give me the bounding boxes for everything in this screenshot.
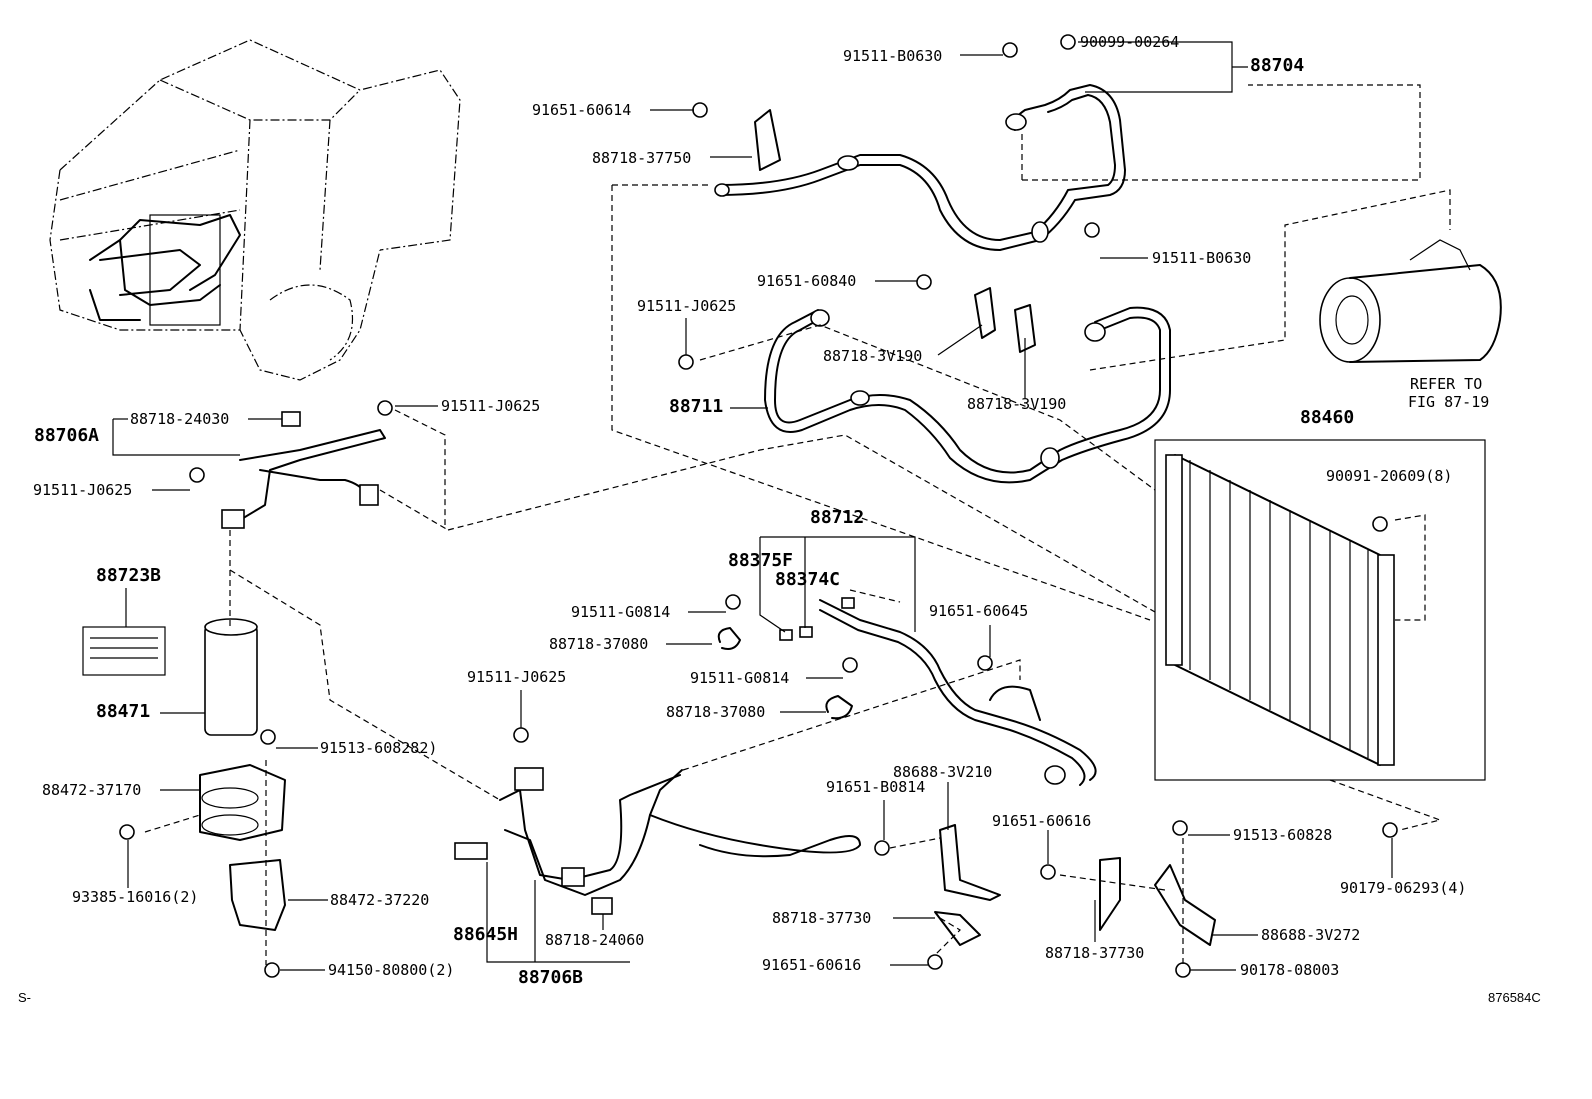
truck-outline [49, 39, 461, 381]
part-label-88723b: 88723B [96, 565, 162, 586]
condenser-88460 [1154, 439, 1486, 781]
part-label-93385-16016: 93385-16016(2) [72, 889, 198, 905]
leader-lines [112, 41, 1393, 971]
part-label-91513-60828-a: 91513-608282) [320, 740, 437, 756]
bracket-88688-3v210 [939, 824, 1001, 901]
quantity: (2) [171, 888, 199, 906]
part-label-91511-b0630: 91511-B0630 [843, 47, 943, 65]
part-label-91511-j0625-c: 91511-J0625 [33, 481, 133, 499]
refer-note-line1: REFER TO [1410, 375, 1483, 393]
tube-88712 [819, 599, 1097, 786]
part-label-88704: 88704 [1250, 55, 1305, 76]
quantity: (2) [427, 961, 455, 979]
part-label-91651-b0814: 91651-B0814 [826, 778, 926, 796]
part-label-91651-60645: 91651-60645 [929, 602, 1029, 620]
bracket-88688-3v272 [1154, 864, 1216, 946]
part-label-88718-24030: 88718-24030 [130, 410, 230, 428]
quantity: (4) [1439, 879, 1467, 897]
part-label-91651-60614: 91651-60614 [532, 101, 632, 119]
quantity: (8) [1425, 467, 1453, 485]
tube-88706a [221, 411, 386, 529]
part-label-88471: 88471 [96, 701, 151, 722]
part-label-88375f: 88375F [728, 550, 794, 571]
part-label-91511-g0814-a: 91511-G0814 [571, 603, 671, 621]
part-label-88718-3v190-b: 88718-3V190 [967, 395, 1067, 413]
fasteners [119, 34, 1398, 978]
part-number: 90179-06293 [1340, 879, 1440, 897]
part-label-88645h: 88645H [453, 924, 519, 945]
part-label-91651-60616-a: 91651-60616 [992, 812, 1092, 830]
part-number: 94150-80800 [328, 961, 428, 979]
bracket-88472 [199, 764, 286, 931]
part-label-90178-08003: 90178-08003 [1240, 961, 1340, 979]
part-label-90099-00264: 90099-00264 [1080, 33, 1180, 51]
part-label-88718-37080-a: 88718-37080 [549, 635, 649, 653]
compressor [1319, 239, 1502, 363]
part-label-88711: 88711 [669, 396, 724, 417]
part-label-91511-g0814-b: 91511-G0814 [690, 669, 790, 687]
part-label-91511-j0625-a: 91511-J0625 [637, 297, 737, 315]
receiver-88471 [204, 618, 258, 736]
part-label-88706b: 88706B [518, 967, 584, 988]
part-label-91511-b0630-mid: 91511-B0630 [1152, 249, 1252, 267]
part-label-91511-j0625-b: 91511-J0625 [441, 397, 541, 415]
part-label-91513-60828-b: 91513-60828 [1233, 826, 1333, 844]
part-label-88374c: 88374C [775, 569, 841, 590]
part-label-88688-3v210: 88688-3V210 [893, 763, 993, 781]
part-label-94150-80800: 94150-80800(2) [328, 962, 454, 978]
part-number: 90091-20609 [1326, 467, 1426, 485]
part-label-88472-37220: 88472-37220 [330, 891, 430, 909]
part-label-90179-06293: 90179-06293(4) [1340, 880, 1466, 896]
part-label-88472-37170: 88472-37170 [42, 781, 142, 799]
part-number: 93385-16016 [72, 888, 172, 906]
refer-note-line2: FIG 87-19 [1408, 393, 1490, 411]
part-label-88718-37080-b: 88718-37080 [666, 703, 766, 721]
part-label-88718-37730-a: 88718-37730 [772, 909, 872, 927]
part-label-88718-3v190-a: 88718-3V190 [823, 347, 923, 365]
part-label-88688-3v272: 88688-3V272 [1261, 926, 1361, 944]
tube-88706b [454, 767, 861, 896]
figure-number: 876584C [1488, 990, 1541, 1005]
hose-88704 [714, 84, 1126, 251]
part-label-88718-37730-b: 88718-37730 [1045, 944, 1145, 962]
part-label-88460: 88460 [1300, 407, 1355, 428]
part-label-88712: 88712 [810, 507, 865, 528]
part-label-90091-20609: 90091-20609(8) [1326, 468, 1452, 484]
part-label-88706a: 88706A [34, 425, 100, 446]
part-label-91511-j0625-d: 91511-J0625 [467, 668, 567, 686]
part-number: 91513-60828 [320, 739, 420, 757]
label-88723b [82, 626, 166, 676]
part-label-88718-24060: 88718-24060 [545, 931, 645, 949]
dashed-connections [144, 84, 1451, 965]
quantity: 2) [419, 739, 438, 757]
part-label-91651-60616-b: 91651-60616 [762, 956, 862, 974]
corner-code-left: S- [18, 990, 31, 1005]
part-label-91651-60840: 91651-60840 [757, 272, 857, 290]
part-label-88718-37750: 88718-37750 [592, 149, 692, 167]
hose-88711 [764, 306, 1171, 484]
